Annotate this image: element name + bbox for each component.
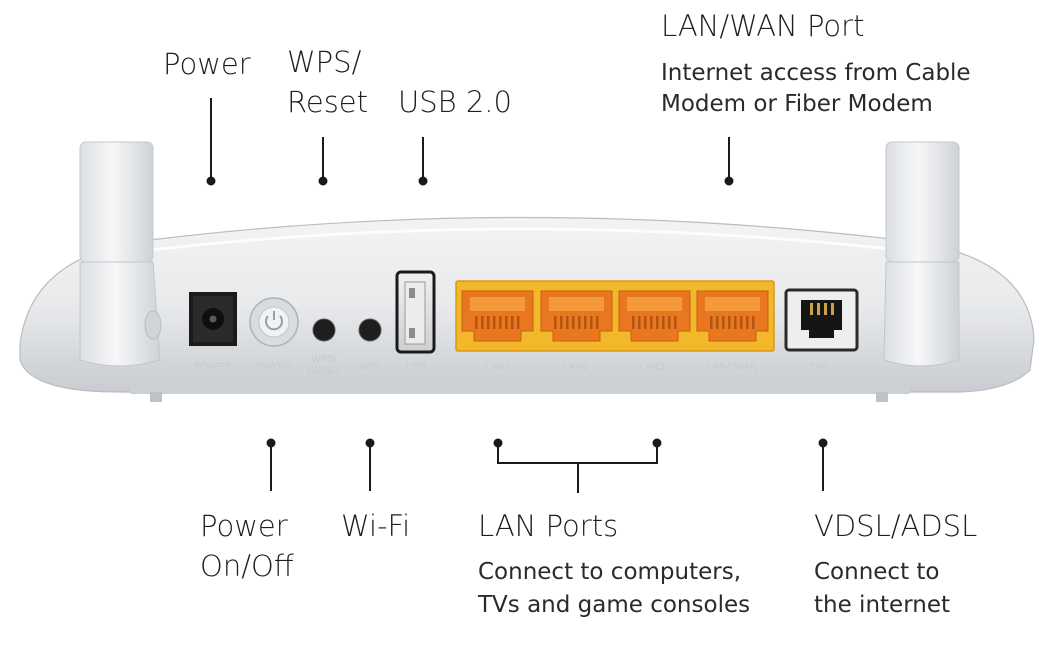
lan-port-lan3-pin: [668, 316, 671, 329]
panel-label-dsl: DSL: [810, 362, 830, 373]
callout-lanwan-desc-1: Internet access from Cable: [661, 60, 971, 86]
wifi-button: [358, 318, 382, 342]
antenna-right: [883, 141, 960, 367]
callout-wps: WPS/: [287, 45, 362, 79]
lan-port-lan3-pin: [632, 316, 635, 329]
lan-port-lan1-pin: [475, 316, 478, 329]
lan-port-lan1-pin: [481, 316, 484, 329]
lan-port-lan1-pin: [505, 316, 508, 329]
lan-port-lan4-wan-pin: [722, 316, 725, 329]
lan-port-lan4-wan-pin: [740, 316, 743, 329]
lan-port-lan1-pin: [487, 316, 490, 329]
callout-vdsl-desc-1: Connect to: [814, 559, 940, 585]
lan-port-lan2-pin: [596, 316, 599, 329]
lan-port-lan1-pin: [517, 316, 520, 329]
lan-port-lan2-pin: [554, 316, 557, 329]
lan-port-lan3-pin: [638, 316, 641, 329]
panel-label-lan4wan: LAN4/WAN: [707, 362, 758, 373]
lan-ports-sockets: [461, 290, 769, 342]
callout-wifi: Wi-Fi: [341, 509, 411, 543]
lan-port-lan4-wan-pin: [734, 316, 737, 329]
callout-lanports-title: LAN Ports: [478, 509, 619, 543]
lan-port-lan2-pin: [590, 316, 593, 329]
lan-port-lan3-pin: [674, 316, 677, 329]
usb-port: [395, 270, 436, 354]
lan-port-lan2-pin: [584, 316, 587, 329]
callout-power: Power: [163, 47, 251, 81]
panel-label-onoff: ON/OFF: [255, 362, 293, 373]
callout-lanwan-title: LAN/WAN Port: [661, 9, 865, 43]
lan-port-lan4-wan-pin: [728, 316, 731, 329]
callout-lanports-desc-1: Connect to computers,: [478, 559, 742, 585]
lan-port-lan3-pin: [644, 316, 647, 329]
onoff-button: [249, 297, 299, 347]
lan-ports-housing: [455, 280, 775, 352]
lan-port-lan1-pin: [493, 316, 496, 329]
callout-vdsl-desc-2: the internet: [814, 592, 950, 618]
antenna-left: [79, 141, 162, 367]
callout-power-onoff-1: Power: [200, 509, 288, 543]
lan-port-lan2-cavity: [549, 297, 604, 311]
lan-port-lan4-wan-cavity: [705, 297, 760, 311]
panel-label-power: POWER: [194, 362, 232, 373]
callout-reset: Reset: [287, 85, 369, 119]
callout-vdsl-title: VDSL/ADSL: [814, 509, 978, 543]
panel-label-reset: RESET: [307, 366, 340, 377]
lan-port-lan4-wan-pin: [746, 316, 749, 329]
power-jack: [189, 292, 237, 346]
panel-label-lan3: LAN3: [639, 362, 664, 373]
wps-button: [312, 318, 336, 342]
lan-port-lan3-pin: [650, 316, 653, 329]
panel-label-wps: WPS/: [311, 354, 337, 365]
lan-port-lan2-pin: [560, 316, 563, 329]
panel-label-lan1: LAN1: [485, 362, 510, 373]
callout-lanwan-desc-2: Modem or Fiber Modem: [661, 91, 933, 117]
lan-port-lan1-pin: [511, 316, 514, 329]
lan-port-lan2-pin: [566, 316, 569, 329]
panel-label-wifi: WiFi: [360, 362, 380, 373]
callout-lanports-desc-2: TVs and game consoles: [478, 592, 751, 618]
panel-label-usb: USB: [406, 362, 427, 373]
lan-port-lan4-wan-pin: [716, 316, 719, 329]
panel-label-lan2: LAN2: [563, 362, 588, 373]
lan-port-lan1-pin: [499, 316, 502, 329]
lan-port-lan3-pin: [662, 316, 665, 329]
leader-lan-bracket: [497, 443, 658, 493]
lan-port-lan2-pin: [578, 316, 581, 329]
dsl-port: [784, 288, 859, 352]
lan-port-lan3-cavity: [627, 297, 682, 311]
lan-port-lan1-cavity: [470, 297, 525, 311]
lan-port-lan4-wan-pin: [710, 316, 713, 329]
lan-port-lan4-wan-pin: [752, 316, 755, 329]
callout-power-onoff-2: On/Off: [200, 549, 294, 583]
lan-port-lan2-pin: [572, 316, 575, 329]
lan-port-lan3-pin: [656, 316, 659, 329]
callout-usb: USB 2.0: [398, 85, 512, 119]
